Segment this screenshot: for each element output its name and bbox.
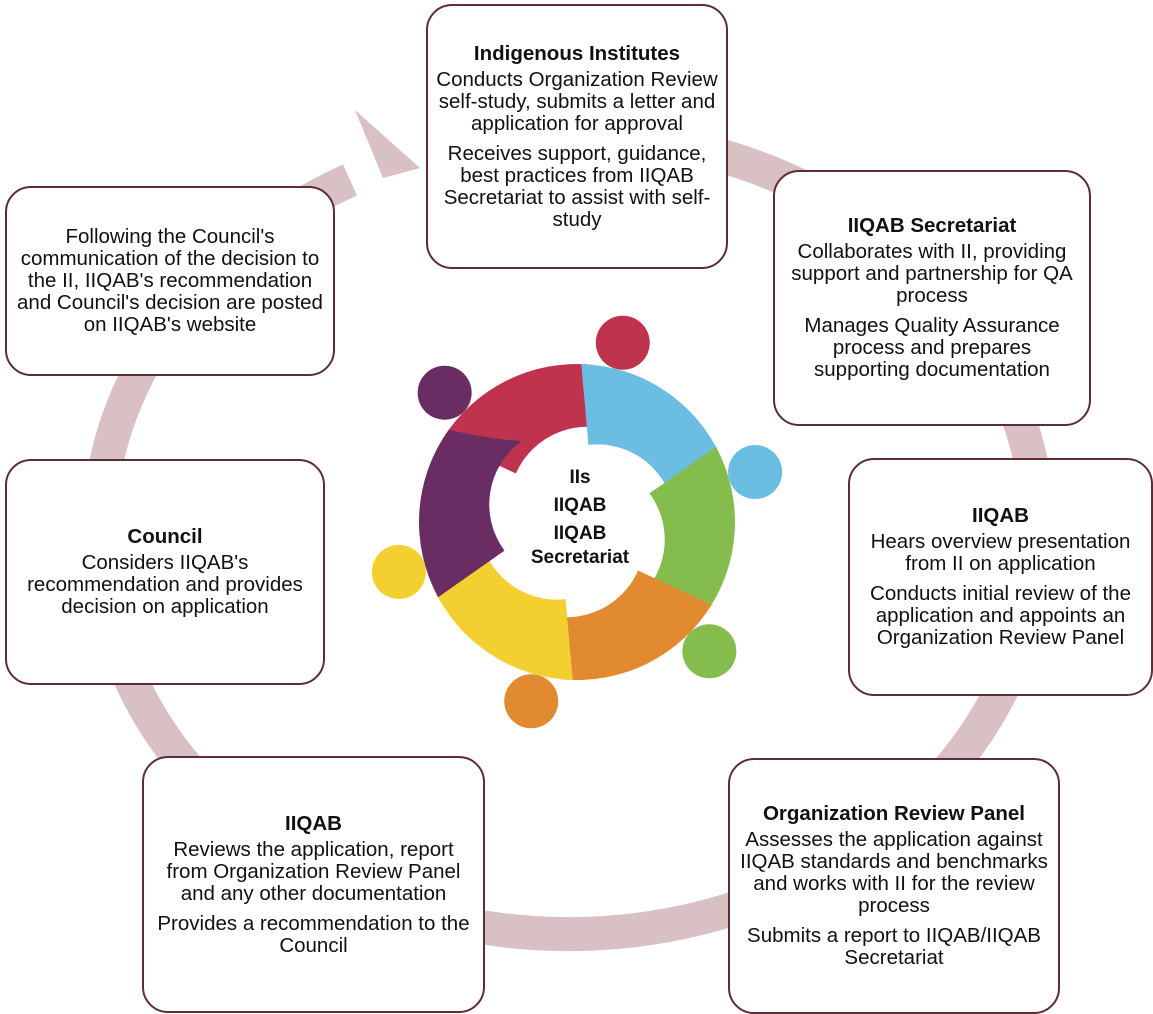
center-label-iis: IIs bbox=[569, 467, 591, 488]
step-iiqab-secretariat: IIQAB Secretariat Collaborates with II, … bbox=[773, 170, 1091, 426]
person-head-2 bbox=[682, 624, 737, 679]
step-iiqab-review: IIQAB Hears overview presentation from I… bbox=[848, 458, 1153, 696]
step-description: Following the Council's communication of… bbox=[17, 225, 323, 336]
person-head-4 bbox=[371, 544, 426, 599]
person-body-3 bbox=[534, 570, 712, 680]
step-description: Provides a recommendation to the Council bbox=[157, 911, 470, 957]
person-head-5 bbox=[417, 365, 472, 420]
cycle-arrowhead bbox=[355, 110, 420, 178]
person-head-1 bbox=[728, 445, 783, 500]
step-title: Organization Review Panel bbox=[762, 802, 1025, 825]
step-description: Considers IIQAB's recommendation and pro… bbox=[27, 551, 303, 618]
person-head-3 bbox=[504, 674, 559, 729]
step-council: Council Considers IIQAB's recommendation… bbox=[5, 459, 325, 685]
step-description: Reviews the application, report from Org… bbox=[166, 837, 461, 905]
center-labels: IIs IIQAB IIQAB Secretariat bbox=[530, 466, 630, 570]
people-circle-icon bbox=[371, 315, 783, 729]
step-iiqab-recommendation: IIQAB Reviews the application, report fr… bbox=[142, 756, 485, 1013]
step-description: Hears overview presentation from II on a… bbox=[870, 530, 1131, 575]
step-description: Conducts Organization Review self-study,… bbox=[436, 67, 718, 135]
figure-center bbox=[501, 446, 653, 598]
step-title: IIQAB Secretariat bbox=[847, 214, 1017, 237]
step-organization-review-panel: Organization Review Panel Assesses the a… bbox=[728, 758, 1060, 1014]
step-description: Collaborates with II, providing support … bbox=[791, 240, 1073, 307]
step-description: Manages Quality Assurance process and pr… bbox=[804, 314, 1060, 381]
step-description: Submits a report to IIQAB/IIQAB Secretar… bbox=[747, 924, 1041, 969]
step-title: Council bbox=[127, 525, 203, 548]
center-label-secretariat: IIQAB Secretariat bbox=[530, 523, 630, 568]
center-label-iiqab: IIQAB bbox=[553, 495, 607, 516]
step-description: Receives support, guidance, best practic… bbox=[443, 141, 711, 231]
person-body-5 bbox=[419, 429, 522, 598]
step-title: Indigenous Institutes bbox=[473, 41, 681, 65]
step-title: IIQAB bbox=[972, 504, 1029, 527]
step-indigenous-institutes: Indigenous Institutes Conducts Organizat… bbox=[426, 4, 728, 269]
step-description: Assesses the application against IIQAB s… bbox=[740, 828, 1048, 917]
step-description: Conducts initial review of the applicati… bbox=[870, 582, 1131, 649]
step-title: IIQAB bbox=[285, 811, 342, 835]
person-head-0 bbox=[595, 315, 650, 370]
person-body-2 bbox=[632, 446, 735, 615]
step-website-posting: Following the Council's communication of… bbox=[5, 186, 335, 376]
